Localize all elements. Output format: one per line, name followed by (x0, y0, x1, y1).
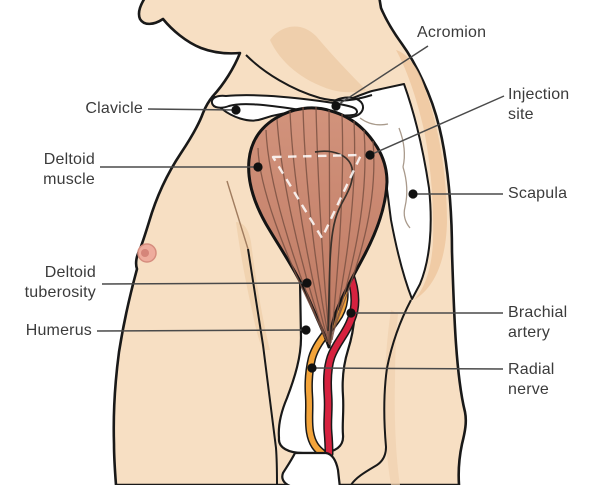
injection-triangle (271, 153, 363, 240)
inner-arm-line (247, 248, 278, 485)
label-scapula: Scapula (508, 185, 568, 202)
triceps-line (350, 299, 412, 485)
nipple (137, 243, 157, 263)
scapula-bone (213, 83, 432, 300)
clavicle-leader-line (147, 108, 237, 111)
deltoid-muscle-dot (253, 162, 263, 172)
leader-dots (231, 101, 418, 373)
humerus-dot (301, 325, 311, 335)
trapezius-line (245, 54, 373, 102)
injection-site-dot (365, 150, 375, 160)
radial-nerve-leader-line (311, 367, 504, 370)
back-shading-band (396, 50, 447, 300)
deltoid-tuberosity-dot (302, 278, 312, 288)
radial-nerve-dot (307, 363, 317, 373)
label-deltoid-muscle: Deltoid muscle (43, 151, 95, 188)
humerus-leader-line (96, 329, 307, 332)
leader-lines (96, 45, 505, 370)
label-humerus: Humerus (25, 322, 92, 339)
label-injection-site: Injection site (508, 86, 570, 123)
clavicle-dot (231, 105, 241, 115)
label-acromion: Acromion (417, 24, 487, 41)
arm-shading (384, 310, 400, 485)
injection-site-leader-line (369, 95, 505, 156)
deltoid-tuberosity-leader-line (101, 282, 308, 285)
label-radial-nerve: Radial nerve (508, 361, 555, 398)
acromion-leader-line (335, 45, 429, 107)
label-clavicle: Clavicle (85, 100, 143, 117)
pectoral-line (226, 180, 249, 250)
neck-shading (270, 26, 366, 93)
muscle-division-line (314, 150, 354, 332)
elbow-bone (281, 451, 341, 485)
scapula-detail-lines (359, 117, 411, 229)
scapula-dot (408, 189, 418, 199)
label-brachial-artery: Brachial artery (508, 304, 568, 341)
label-deltoid-tuberosity: Deltoid tuberosity (24, 264, 96, 301)
brachial-artery-dot (346, 308, 356, 318)
acromion-dot (331, 101, 341, 111)
